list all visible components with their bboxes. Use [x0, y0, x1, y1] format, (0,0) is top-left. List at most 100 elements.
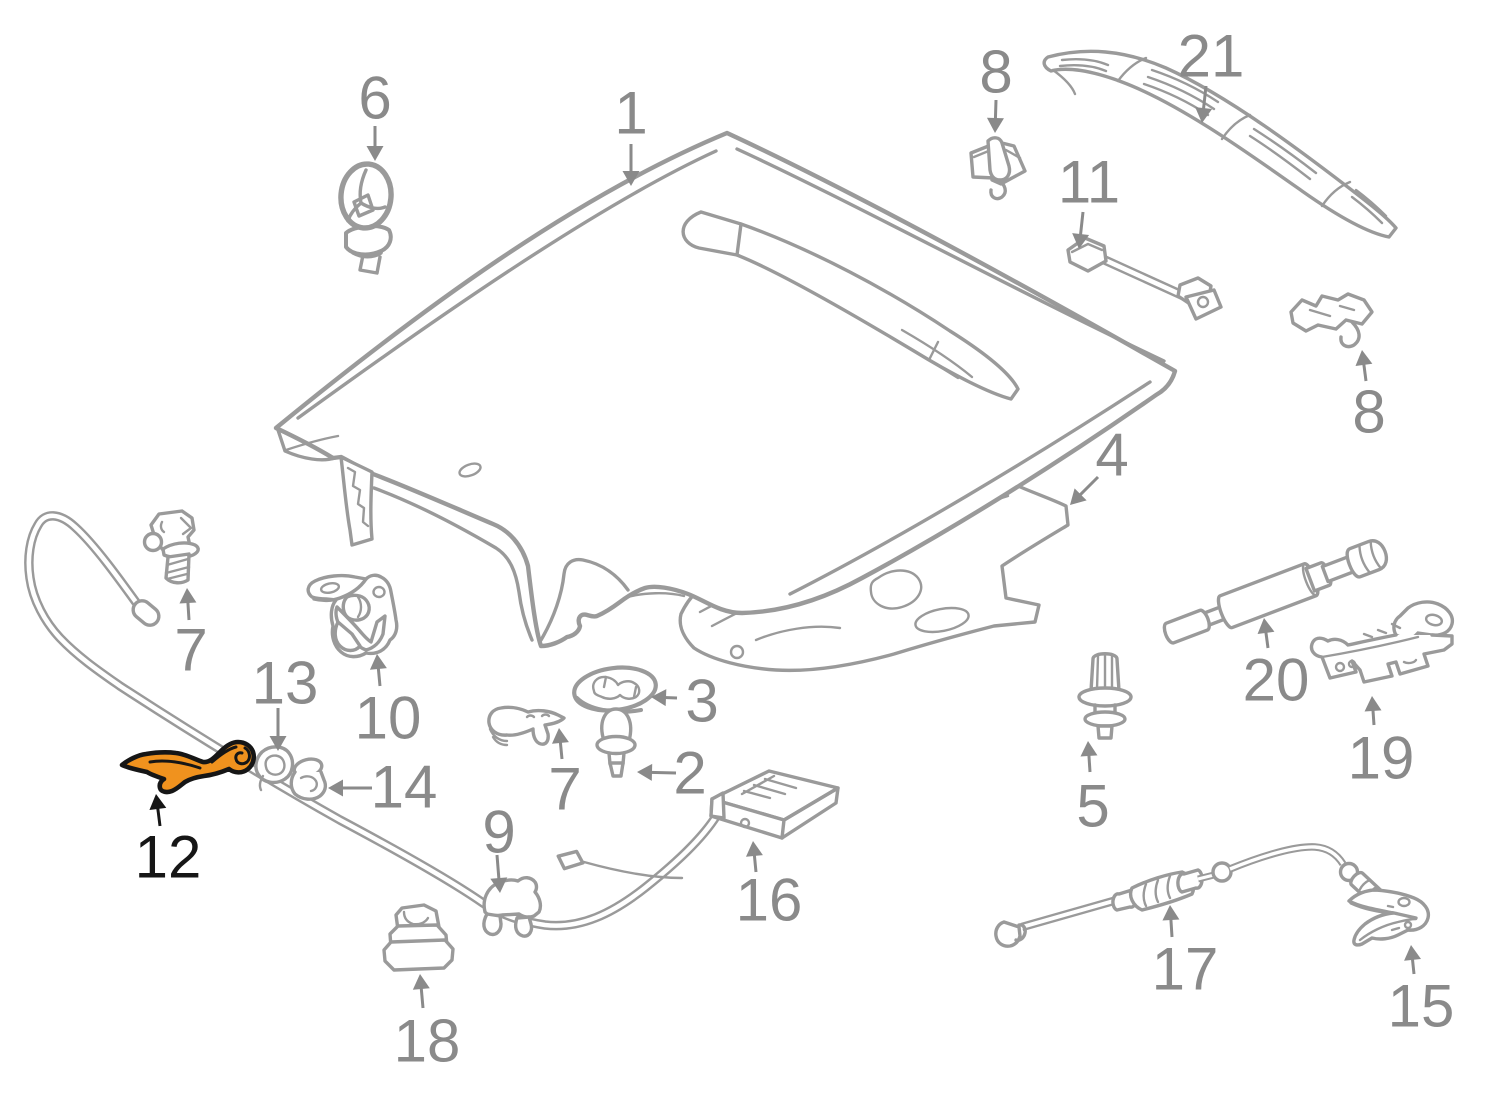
part-2-plug: [595, 707, 637, 778]
callout-arrow-shaft-21: [1201, 85, 1208, 111]
part-14-sleeve: [289, 757, 328, 801]
part-7-bumper-center: [487, 705, 566, 747]
part-19-strut-bracket-shape-6: [1334, 661, 1346, 673]
part-3-oval-grommet-shape-3: [592, 675, 641, 700]
part-3-oval-grommet-shape-2: [575, 696, 643, 714]
part-15-safety-hook-shape-8: [1403, 920, 1413, 930]
callout-number-3: 3: [685, 668, 718, 735]
part-17-bowden-cable: [994, 843, 1360, 948]
release-cable: [24, 511, 722, 931]
callout-arrow-shaft-8: [1362, 362, 1368, 382]
part-9-cable-clamp-shape-2: [482, 912, 503, 937]
callout-arrow-head-4: [1070, 488, 1087, 505]
callout-number-7: 7: [548, 756, 581, 823]
part-7-bumper-center-shape-1: [487, 705, 566, 746]
part-7-bumper-left-shape-6: [164, 557, 191, 581]
part-17-bowden-cable-shape-8: [1176, 868, 1204, 894]
part-10-hinge-shape-6: [356, 595, 363, 619]
part-1-hood-panel-shape-9: [276, 428, 337, 462]
callout-arrow-shaft-11: [1078, 211, 1085, 237]
callout-number-14: 14: [371, 754, 438, 821]
part-7-bumper-left-shape-2: [159, 516, 193, 536]
callout-number-19: 19: [1348, 725, 1415, 792]
callout-arrow-shaft-15: [1410, 957, 1416, 975]
part-19-strut-bracket-shape-5: [1362, 622, 1402, 639]
part-21-insulation-strip-shape-4: [1320, 180, 1352, 208]
part-1-hood-panel-shape-2: [339, 455, 374, 547]
release-cable-shape-3: [131, 599, 161, 627]
part-13-grommet-shape-3: [258, 774, 265, 792]
callout-arrow-head-17: [1162, 905, 1180, 921]
part-4-insulation-pad-shape-5: [869, 569, 923, 610]
part-10-hinge-shape-8: [333, 620, 362, 653]
part-16-handle-bracket-shape-6: [739, 817, 751, 829]
callout-arrow-head-7: [179, 588, 197, 604]
part-1-hood-panel-shape-10: [284, 434, 340, 452]
part-18-clip-lower-shape-5: [382, 938, 455, 972]
callout-arrow-shaft-5: [1087, 753, 1092, 773]
part-17-bowden-cable-shape-3: [994, 920, 1022, 948]
part-15-safety-hook-shape-5: [1358, 917, 1418, 942]
callout-arrow-head-14: [328, 779, 343, 797]
part-10-hinge-shape-5: [341, 593, 371, 622]
part-21-insulation-strip: [1042, 49, 1398, 239]
part-7-bumper-left: [142, 509, 200, 585]
callout-arrow-head-15: [1404, 945, 1421, 961]
part-15-safety-hook-shape-7: [1386, 904, 1395, 909]
part-8-clip-upper-shape-5: [989, 178, 1007, 201]
part-15-safety-hook-shape-6: [1397, 896, 1411, 908]
callout-arrow-head-16: [745, 841, 763, 857]
callout-arrow-shaft-4: [1078, 475, 1100, 497]
callout-arrow-shaft-12: [156, 806, 162, 827]
part-1-hood-panel-shape-4: [539, 557, 630, 642]
part-11-stop-rod-shape-6: [1184, 288, 1223, 321]
part-1-hood-panel-shape-15: [458, 462, 482, 478]
callout-number-9: 9: [482, 799, 515, 866]
callout-number-7: 7: [174, 617, 207, 684]
part-16-handle-bracket-shape-4: [709, 791, 726, 820]
part-9-cable-clamp-shape-3: [513, 915, 534, 938]
part-10-hinge: [306, 573, 399, 659]
callout-number-6: 6: [358, 65, 391, 132]
part-1-hood-panel-shape-3: [346, 466, 370, 528]
part-17-bowden-cable-shape-7: [1142, 874, 1172, 908]
callout-number-4: 4: [1095, 422, 1128, 489]
part-19-strut-bracket-shape-7: [1347, 659, 1357, 669]
callout-number-8: 8: [1352, 379, 1385, 446]
callout-arrow-head-7: [551, 728, 569, 744]
part-21-insulation-strip-shape-1: [1042, 49, 1398, 239]
callout-arrow-head-21: [1195, 107, 1213, 123]
part-13-grommet-shape-2: [264, 754, 286, 776]
callout-number-16: 16: [736, 867, 803, 934]
part-2-plug-shape-1: [600, 707, 633, 743]
part-21-insulation-strip-shape-2: [1051, 56, 1148, 96]
part-1-hood-panel-shape-12: [735, 222, 1020, 401]
part-20-gas-strut-shape-2: [1162, 608, 1211, 645]
part-21-insulation-strip-shape-5: [1058, 58, 1388, 225]
callout-number-15: 15: [1388, 973, 1455, 1040]
part-8-clip-upper: [969, 136, 1027, 201]
callout-arrow-head-5: [1080, 741, 1098, 757]
callout-arrow-shaft-17: [1169, 917, 1174, 938]
callout-arrow-shaft-19: [1371, 708, 1376, 726]
part-19-strut-bracket-shape-4: [1320, 635, 1420, 659]
part-14-sleeve-shape-3: [299, 775, 318, 793]
part-19-strut-bracket-shape-1: [1392, 600, 1455, 641]
part-20-gas-strut: [1162, 539, 1389, 645]
part-19-strut-bracket: [1309, 600, 1455, 684]
callout-number-5: 5: [1076, 773, 1109, 840]
part-7-bumper-center-shape-2: [488, 727, 509, 747]
part-15-safety-hook: [1347, 870, 1431, 947]
part-4-insulation-pad-shape-4: [914, 606, 970, 634]
part-20-gas-strut-shape-8: [1358, 540, 1382, 574]
part-3-oval-grommet-shape-4: [602, 675, 638, 699]
callout-arrow-shaft-10: [376, 666, 382, 687]
part-2-plug-shape-4: [608, 761, 625, 778]
part-1-hood-panel-shape-5: [735, 147, 1166, 363]
callout-number-11: 11: [1058, 149, 1120, 216]
callout-arrow-head-19: [1364, 696, 1382, 712]
callout-arrow-shaft-7: [558, 740, 564, 760]
part-15-safety-hook-shape-9: [1390, 926, 1401, 932]
part-8-clip-right-shape-1: [1289, 292, 1374, 333]
